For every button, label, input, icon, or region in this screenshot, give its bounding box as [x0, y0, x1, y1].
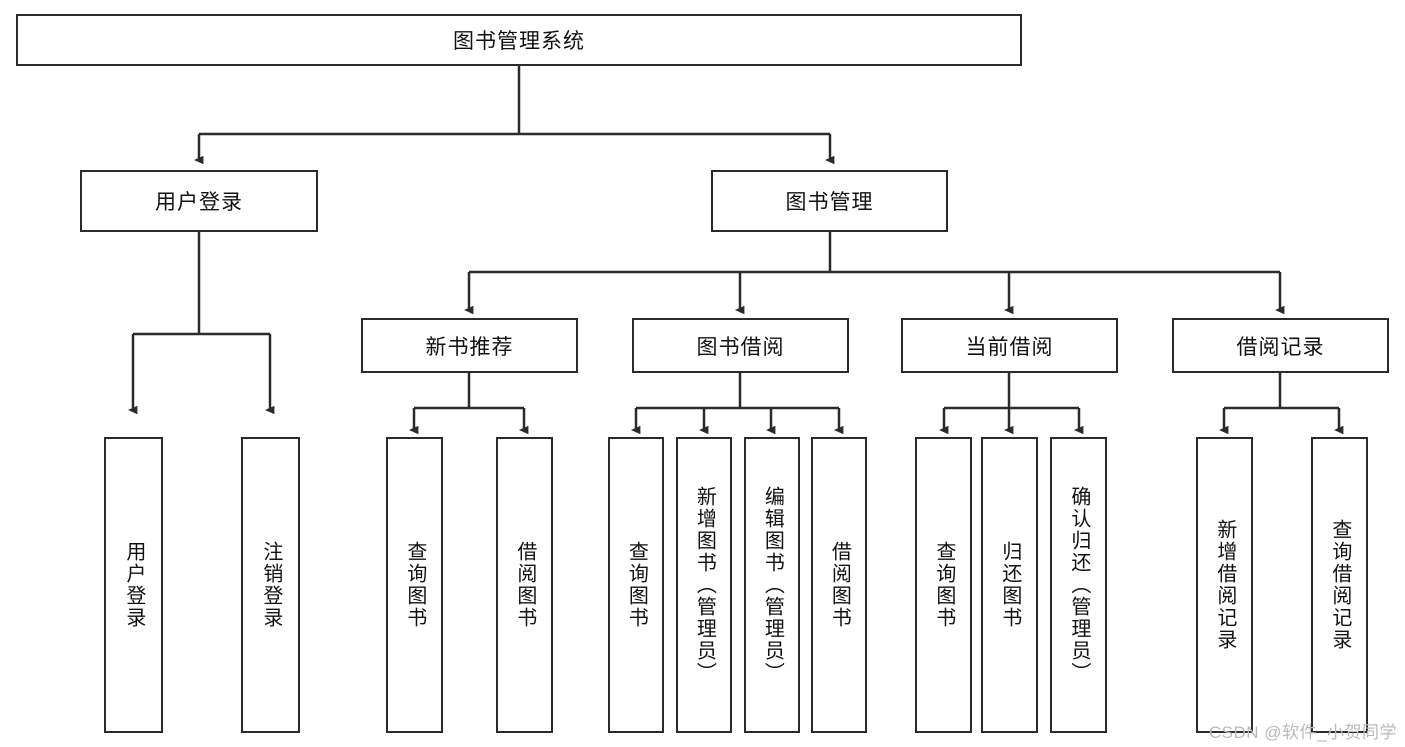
leaf-label: 查询图书 — [932, 541, 955, 629]
node-new-book[interactable]: 新书推荐 — [361, 318, 578, 373]
node-root[interactable]: 图书管理系统 — [16, 14, 1022, 66]
node-user-login-label: 用户登录 — [155, 191, 243, 214]
node-user-login[interactable]: 用户登录 — [80, 170, 318, 232]
leaf-label: 注销登录 — [259, 541, 282, 629]
leaf-label: 借阅图书 — [513, 541, 536, 629]
leaf-user-login-1[interactable]: 注销登录 — [241, 437, 300, 733]
leaf-book-borrow-2[interactable]: 编辑图书（管理员） — [744, 437, 800, 733]
node-new-book-label: 新书推荐 — [425, 335, 514, 359]
node-borrow-record-label: 借阅记录 — [1236, 335, 1325, 359]
node-borrow-record[interactable]: 借阅记录 — [1172, 318, 1389, 373]
leaf-book-borrow-3[interactable]: 借阅图书 — [811, 437, 867, 733]
node-current-borrow[interactable]: 当前借阅 — [901, 318, 1118, 373]
leaf-borrow-record-1[interactable]: 查询借阅记录 — [1311, 437, 1368, 733]
leaf-label: 查询借阅记录 — [1328, 519, 1351, 651]
watermark: CSDN @软件_小贺同学 — [1208, 723, 1397, 742]
leaf-borrow-record-0[interactable]: 新增借阅记录 — [1196, 437, 1253, 733]
leaf-label: 查询图书 — [403, 541, 426, 629]
leaf-label: 借阅图书 — [828, 541, 851, 629]
node-book-manage[interactable]: 图书管理 — [711, 170, 948, 232]
node-book-borrow[interactable]: 图书借阅 — [632, 318, 849, 373]
node-root-label: 图书管理系统 — [453, 30, 585, 53]
leaf-label: 归还图书 — [998, 541, 1021, 629]
leaf-new-book-1[interactable]: 借阅图书 — [496, 437, 553, 733]
leaf-label: 编辑图书（管理员） — [761, 486, 784, 684]
leaf-new-book-0[interactable]: 查询图书 — [386, 437, 443, 733]
leaf-label: 查询图书 — [625, 541, 648, 629]
leaf-book-borrow-1[interactable]: 新增图书（管理员） — [676, 437, 732, 733]
leaf-current-borrow-0[interactable]: 查询图书 — [915, 437, 972, 733]
leaf-current-borrow-1[interactable]: 归还图书 — [981, 437, 1038, 733]
node-current-borrow-label: 当前借阅 — [965, 335, 1054, 359]
node-book-manage-label: 图书管理 — [785, 191, 874, 214]
leaf-user-login-0[interactable]: 用户登录 — [104, 437, 163, 733]
leaf-label: 新增图书（管理员） — [693, 486, 716, 684]
leaf-label: 新增借阅记录 — [1213, 519, 1236, 651]
leaf-label: 确认归还（管理员） — [1067, 486, 1090, 684]
leaf-current-borrow-2[interactable]: 确认归还（管理员） — [1050, 437, 1107, 733]
leaf-label: 用户登录 — [122, 541, 145, 629]
leaf-book-borrow-0[interactable]: 查询图书 — [608, 437, 664, 733]
node-book-borrow-label: 图书借阅 — [696, 335, 785, 359]
